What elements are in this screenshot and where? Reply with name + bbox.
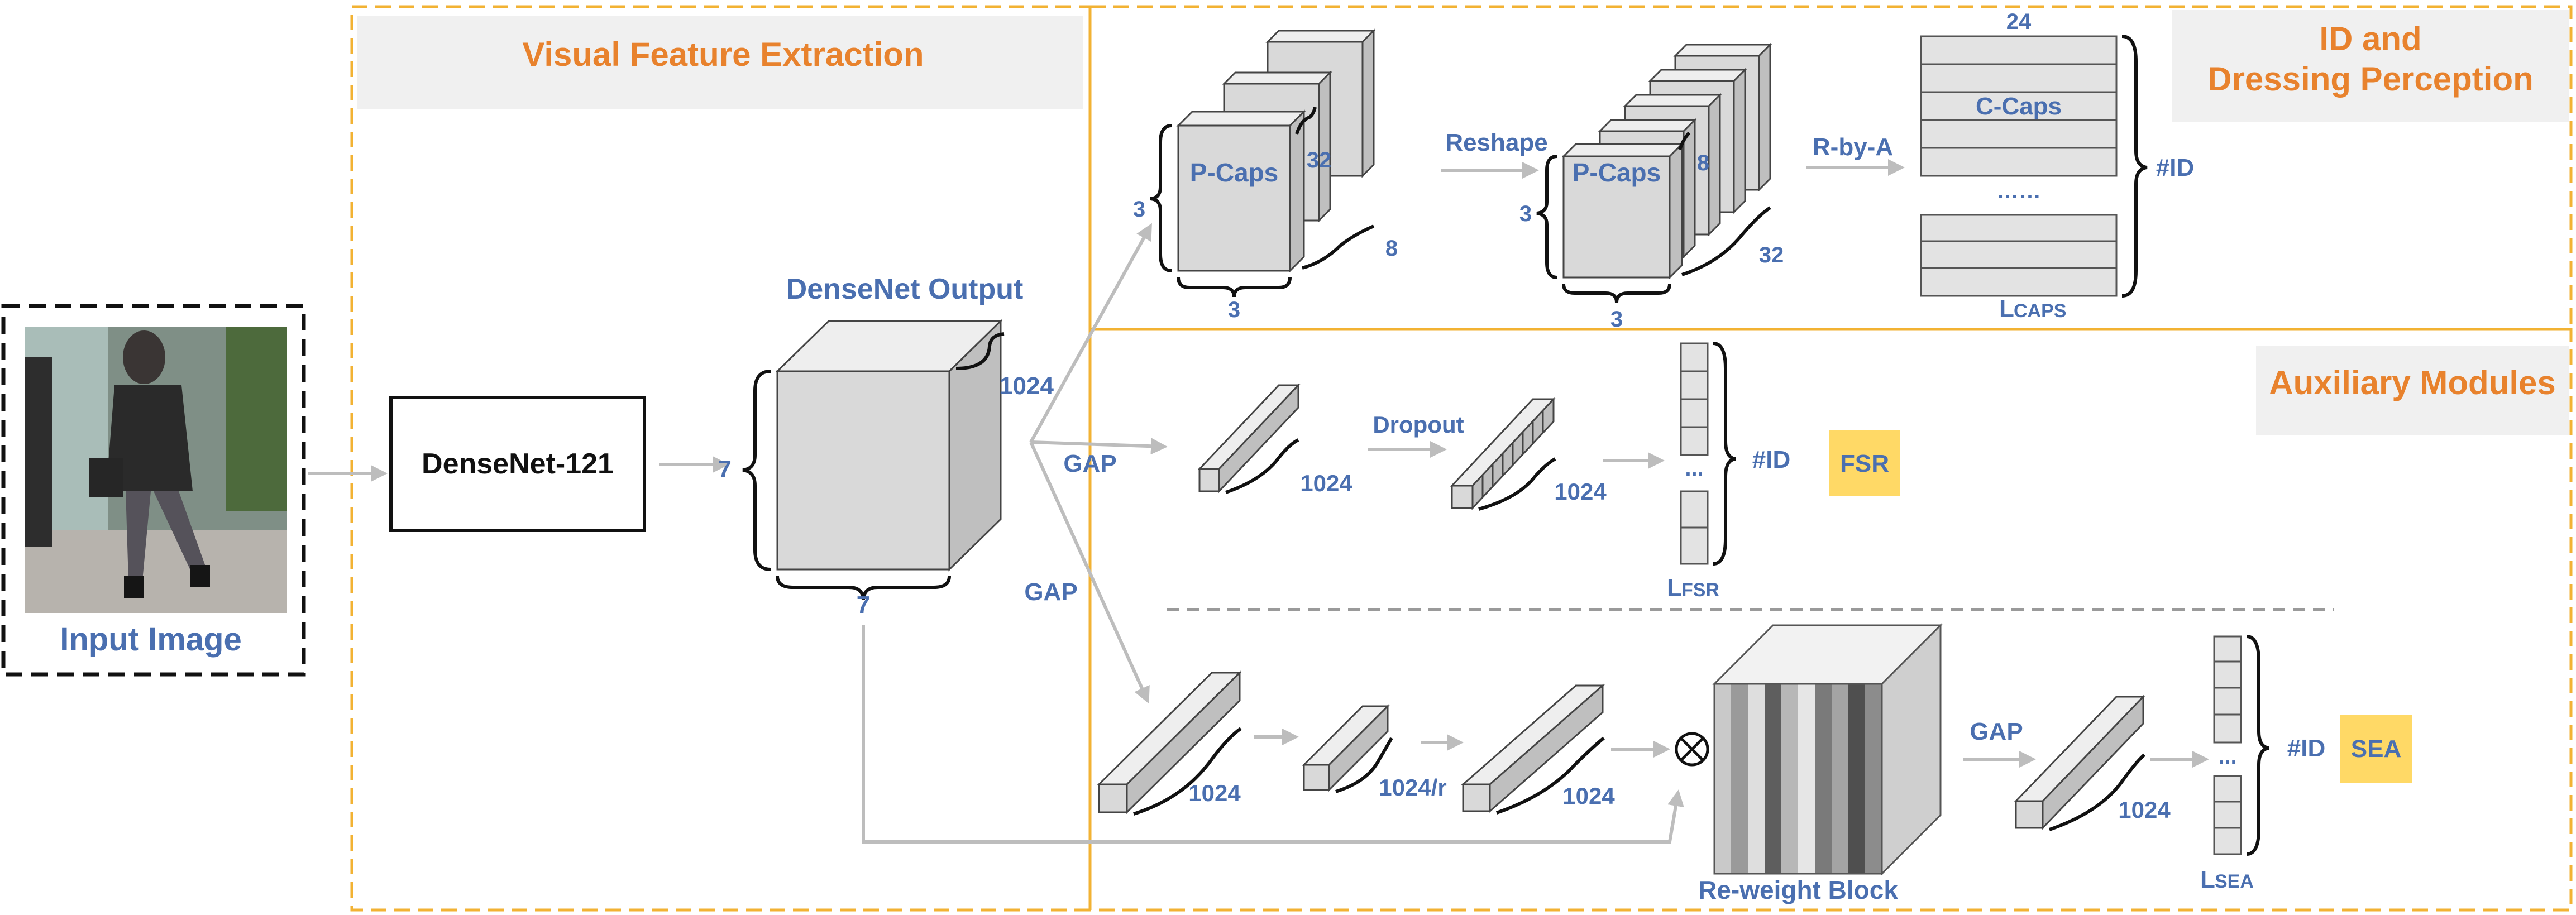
- sea-dim-a: 1024: [1188, 780, 1241, 806]
- sea-vector-reduced: [1302, 704, 1390, 792]
- fsr-badge-label: FSR: [1840, 450, 1889, 477]
- pcaps1-stack: [1176, 28, 1376, 273]
- pcaps1-label: P-Caps: [1190, 158, 1278, 187]
- densenet-output-cube: [775, 319, 1003, 572]
- densenet-output-title: DenseNet Output: [786, 273, 1024, 305]
- input-photo: [25, 327, 287, 613]
- auxiliary-modules-region: [1088, 328, 2573, 912]
- pcaps2-label: P-Caps: [1573, 158, 1661, 187]
- gap-label-sea: GAP: [1970, 718, 2023, 745]
- densenet-dim-w: 7: [857, 591, 870, 619]
- section-title-id-line2: Dressing Perception: [2207, 60, 2534, 98]
- pcaps2-dim-b: 32: [1759, 243, 1784, 267]
- fsr-loss-sub: FSR: [1681, 579, 1719, 601]
- sea-vector-1024: [1097, 670, 1242, 815]
- sea-dim-b: 1024/r: [1379, 774, 1446, 801]
- sea-loss-main: L: [2200, 866, 2215, 893]
- pcaps1-dim-a: 32: [1307, 148, 1332, 173]
- section-title-vfe: Visual Feature Extraction: [522, 36, 924, 73]
- section-title-aux: Auxiliary Modules: [2269, 364, 2555, 401]
- pcaps2-dim-w: 3: [1610, 307, 1623, 332]
- ccaps-loss-main: L: [1999, 295, 2014, 323]
- fsr-dim-a: 1024: [1300, 470, 1352, 496]
- rbya-label: R-by-A: [1813, 133, 1893, 161]
- sea-dim-c: 1024: [1562, 783, 1615, 809]
- sea-badge-label: SEA: [2351, 735, 2401, 763]
- ccaps-dim-top: 24: [2006, 9, 2032, 34]
- ccaps-id-label: #ID: [2156, 154, 2194, 181]
- pcaps1-dim-h: 3: [1133, 197, 1145, 222]
- pcaps2-dim-a: 8: [1697, 151, 1709, 175]
- sea-vector-expanded: [1461, 683, 1605, 813]
- densenet121-box: [389, 396, 646, 532]
- gap-label-lower: GAP: [1024, 578, 1077, 606]
- fsr-vector-1024: [1197, 383, 1301, 494]
- ccaps-label: C-Caps: [1976, 93, 2062, 120]
- dropout-label: Dropout: [1373, 411, 1464, 438]
- densenet-dim-h: 7: [718, 456, 732, 483]
- pcaps1-dim-w: 3: [1228, 298, 1240, 322]
- reshape-label: Reshape: [1445, 129, 1547, 156]
- pcaps2-stack: [1561, 42, 1772, 280]
- ccaps-ellipsis: ……: [1996, 179, 2041, 203]
- reweight-label: Re-weight Block: [1698, 875, 1898, 904]
- ccaps-block-bottom: [1920, 214, 2118, 297]
- gap-label-upper: GAP: [1063, 450, 1116, 477]
- fsr-id-label: #ID: [1752, 446, 1790, 473]
- sea-gap-vector: [2014, 694, 2145, 830]
- fsr-badge: [1829, 430, 1900, 496]
- reweight-block: [1712, 623, 1943, 876]
- densenet-dim-c: 1024: [999, 372, 1054, 400]
- fsr-loss-main: L: [1667, 574, 1682, 602]
- sea-id-vector: [2213, 635, 2242, 855]
- section-title-id-line1: ID and: [2319, 20, 2421, 58]
- header-band-id: [2172, 10, 2569, 122]
- multiply-circle-icon: [1675, 732, 1709, 767]
- header-band-aux: [2256, 346, 2569, 435]
- header-band-vfe: [357, 16, 1083, 109]
- fsr-id-vector: [1680, 342, 1709, 565]
- sea-badge: [2340, 715, 2412, 783]
- sea-id-label: #ID: [2287, 735, 2325, 762]
- pcaps2-dim-h: 3: [1519, 202, 1532, 226]
- fsr-dim-b: 1024: [1554, 478, 1607, 505]
- sea-dim-d: 1024: [2118, 797, 2171, 823]
- sea-ellipsis: ...: [2218, 744, 2236, 769]
- ccaps-loss-sub: CAPS: [2014, 300, 2066, 322]
- fsr-ellipsis: ...: [1685, 456, 1703, 481]
- pcaps1-dim-b: 8: [1385, 236, 1398, 261]
- input-image-label: Input Image: [60, 621, 241, 658]
- ccaps-block-top: [1920, 35, 2118, 177]
- sea-loss-sub: SEA: [2215, 871, 2254, 892]
- fsr-dropout-vector: [1450, 397, 1556, 510]
- densenet121-label: DenseNet-121: [422, 448, 614, 480]
